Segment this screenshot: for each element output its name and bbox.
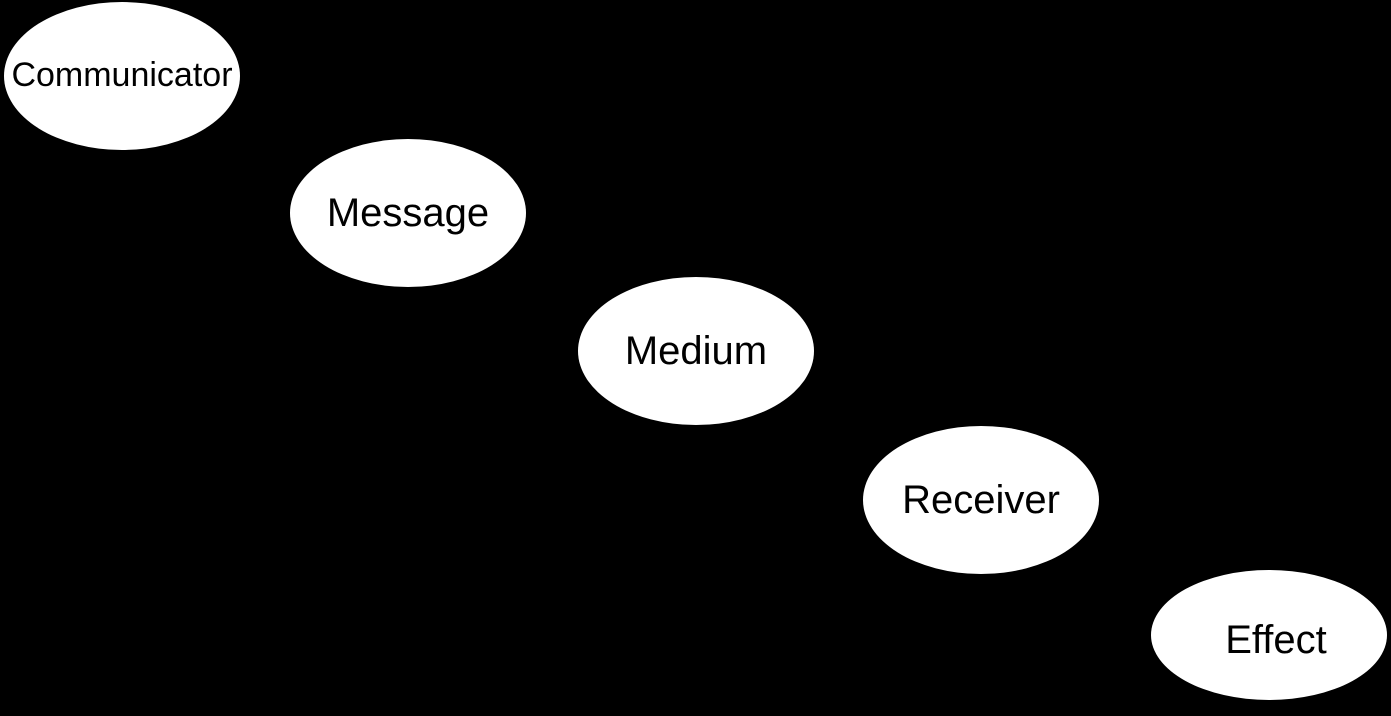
node-receiver-label: Receiver [902, 478, 1060, 522]
node-message: Message [290, 139, 526, 287]
node-communicator-label: Communicator [11, 56, 233, 95]
node-effect-label: Effect [1225, 618, 1327, 662]
node-receiver: Receiver [863, 426, 1099, 574]
node-communicator: Communicator [4, 2, 240, 150]
node-effect: Effect [1151, 570, 1387, 700]
node-message-label: Message [326, 191, 490, 235]
node-medium-label: Medium [624, 329, 768, 373]
node-medium: Medium [578, 277, 814, 425]
